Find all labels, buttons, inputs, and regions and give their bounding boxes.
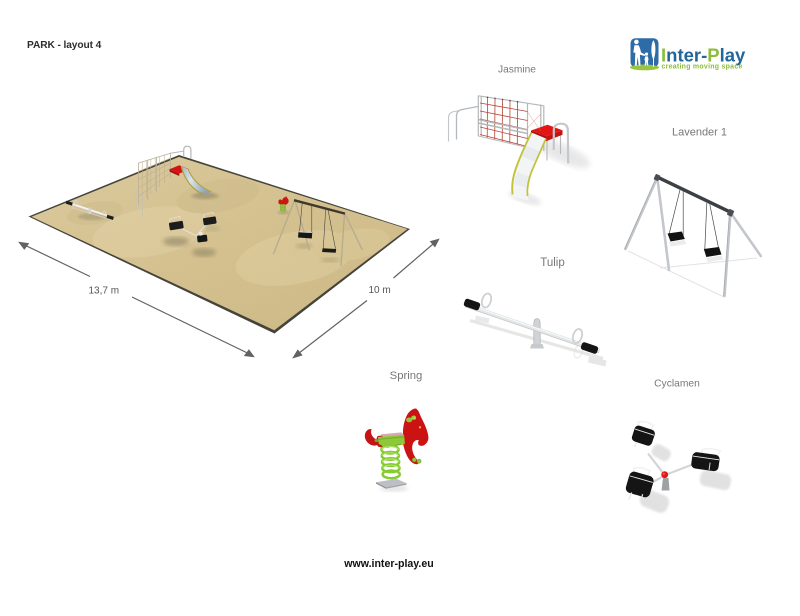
- svg-text:13,7 m: 13,7 m: [89, 286, 120, 297]
- svg-text:Cyclamen: Cyclamen: [654, 379, 700, 390]
- svg-text:Lavender 1: Lavender 1: [672, 127, 727, 139]
- svg-text:PARK - layout 4: PARK - layout 4: [27, 40, 102, 51]
- svg-text:10 m: 10 m: [369, 285, 391, 296]
- svg-text:Spring: Spring: [390, 370, 423, 382]
- svg-text:creating moving space: creating moving space: [662, 63, 743, 70]
- svg-text:Jasmine: Jasmine: [498, 65, 536, 76]
- svg-text:Tulip: Tulip: [540, 257, 565, 269]
- svg-text:www.inter-play.eu: www.inter-play.eu: [343, 558, 433, 570]
- svg-text:Inter-Play: Inter-Play: [661, 45, 746, 66]
